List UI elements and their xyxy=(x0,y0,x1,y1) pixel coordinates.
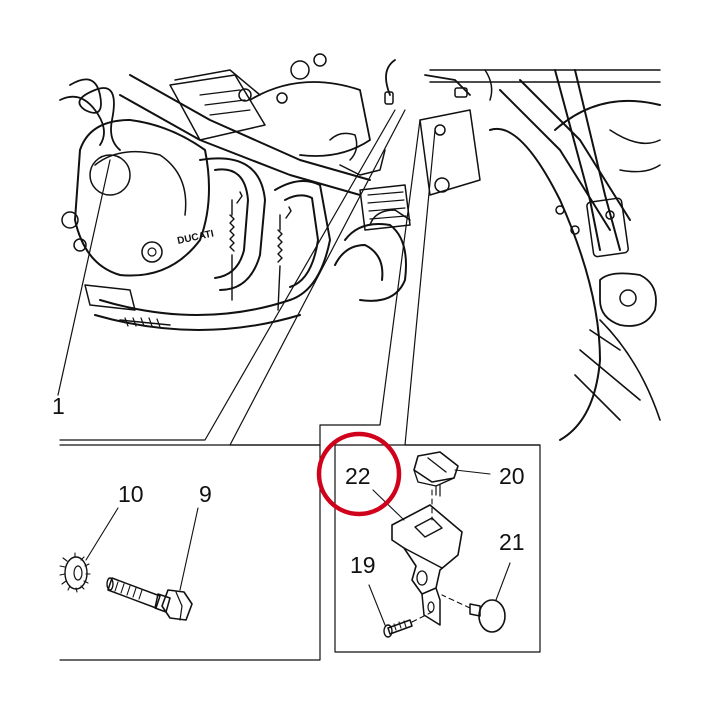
inset-right-frame xyxy=(334,444,541,653)
callout-19: 19 xyxy=(350,552,376,578)
callout-9: 9 xyxy=(199,481,212,507)
clip-nut-part xyxy=(413,451,459,497)
motorcycle-illustration: DUCATI xyxy=(59,53,661,441)
callout-20: 20 xyxy=(499,463,525,489)
screw-part xyxy=(383,619,413,638)
bolt-part xyxy=(106,577,193,621)
callout-21: 21 xyxy=(499,529,525,555)
highlight-circle xyxy=(316,431,402,517)
grommet-part xyxy=(469,599,506,633)
serrated-washer-part xyxy=(59,552,91,593)
callout-labels: 1 9 10 19 20 21 22 xyxy=(52,393,525,578)
callout-1: 1 xyxy=(52,393,65,419)
bracket-part xyxy=(391,504,463,626)
inset-left-frame xyxy=(59,444,321,661)
callout-10: 10 xyxy=(118,481,144,507)
callout-22: 22 xyxy=(345,463,371,489)
